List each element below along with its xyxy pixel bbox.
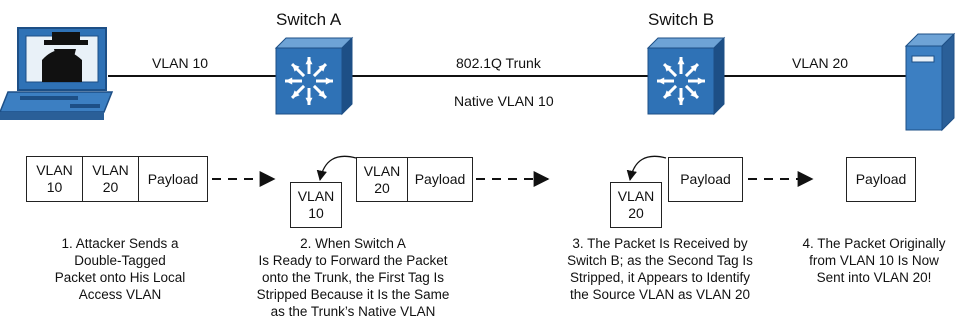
frame2-tag-vlan20-text: VLAN 20 bbox=[363, 162, 401, 196]
frame2-payload: Payload bbox=[407, 157, 473, 202]
switch-b-title: Switch B bbox=[648, 10, 715, 29]
attacker-computer-icon bbox=[0, 27, 114, 120]
strip-arrow-1 bbox=[316, 155, 357, 182]
vlan10-link-label: VLAN 10 bbox=[152, 55, 209, 71]
frame3-stripped-tag-text: VLAN 20 bbox=[617, 188, 655, 221]
frame1-tag-vlan20-text: VLAN 20 bbox=[92, 162, 129, 195]
frame4-payload-text: Payload bbox=[855, 171, 907, 187]
caption-step1: 1. Attacker Sends a Double-Tagged Packet… bbox=[54, 236, 186, 302]
frame2-stripped-tag: VLAN 10 bbox=[290, 182, 342, 228]
frame1-payload: Payload bbox=[138, 156, 208, 202]
native-vlan-label: Native VLAN 10 bbox=[454, 93, 554, 109]
frame1-tag-vlan10-text: VLAN 10 bbox=[36, 162, 73, 195]
frame3-payload-text: Payload bbox=[680, 171, 731, 187]
frame1-payload-text: Payload bbox=[147, 170, 199, 187]
frame1-tag-vlan10: VLAN 10 bbox=[26, 156, 83, 202]
frame3-payload: Payload bbox=[668, 157, 743, 202]
caption-step2: 2. When Switch A Is Ready to Forward the… bbox=[256, 236, 450, 319]
frame2-payload-text: Payload bbox=[414, 171, 466, 187]
frame2-tag-vlan20: VLAN 20 bbox=[356, 157, 408, 202]
frame3-stripped-tag: VLAN 20 bbox=[610, 182, 662, 228]
caption-step4: 4. The Packet Originally from VLAN 10 Is… bbox=[802, 236, 946, 285]
server-icon bbox=[904, 32, 956, 132]
trunk-link-label: 802.1Q Trunk bbox=[456, 55, 541, 71]
frame1-tag-vlan20: VLAN 20 bbox=[82, 156, 139, 202]
caption-step3: 3. The Packet Is Received by Switch B; a… bbox=[567, 236, 753, 302]
switch-a-icon bbox=[274, 36, 354, 116]
switch-a-title: Switch A bbox=[276, 10, 342, 29]
frame2-stripped-tag-text: VLAN 10 bbox=[297, 188, 335, 221]
frame4-payload: Payload bbox=[846, 157, 916, 202]
strip-arrow-2 bbox=[626, 155, 667, 182]
vlan20-link-label: VLAN 20 bbox=[792, 55, 849, 71]
switch-b-icon bbox=[646, 36, 726, 116]
